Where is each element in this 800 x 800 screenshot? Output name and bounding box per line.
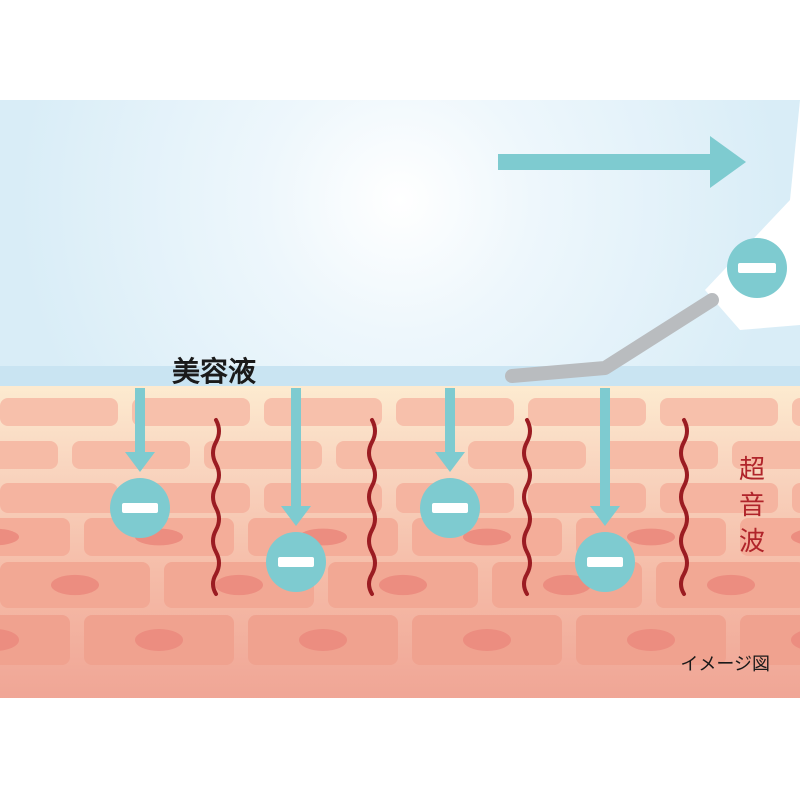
cell-nucleus: [543, 574, 591, 596]
cell-nucleus: [707, 574, 755, 596]
cell-nucleus: [299, 629, 347, 651]
minus-sign: [587, 557, 623, 567]
skin-cell: [528, 398, 646, 426]
cell-nucleus: [0, 629, 19, 651]
device-cable: [505, 293, 719, 383]
cell-nucleus: [791, 631, 800, 649]
minus-sign: [432, 503, 468, 513]
cell-nucleus: [463, 528, 511, 546]
ultrasound-label: 超 音 波: [739, 455, 765, 557]
cell-nucleus: [51, 574, 99, 596]
ultrasound-wave-icon: [679, 418, 689, 596]
skin-cell: [0, 483, 118, 513]
serum-layer: [0, 366, 800, 388]
minus-sign: [278, 557, 314, 567]
ultrasound-char-2: 音: [739, 491, 765, 521]
ultrasound-wave-icon: [211, 418, 221, 596]
skin-cell: [0, 615, 70, 665]
cell-nucleus: [463, 629, 511, 651]
ultrasound-waves: [211, 418, 689, 596]
arrow-right-icon: [498, 136, 746, 188]
serum-label: 美容液: [172, 355, 256, 388]
cell-nucleus: [627, 629, 675, 651]
skin-cell: [660, 398, 778, 426]
ultrasound-char-1: 超: [739, 455, 765, 485]
ultrasound-wave-icon: [367, 418, 377, 596]
skin-cell: [0, 518, 70, 556]
skin-cell: [600, 441, 718, 469]
skin-cell: [264, 398, 382, 426]
skin-cell: [0, 441, 58, 469]
minus-ions: [110, 388, 635, 592]
skin-cell: [468, 441, 586, 469]
down-arrow-shaft: [291, 388, 301, 510]
skin-cell: [740, 518, 800, 556]
minus-sign: [122, 503, 158, 513]
skin-cell: [740, 615, 800, 665]
skin-cell: [528, 483, 646, 513]
minus-ion-icon: [420, 388, 480, 538]
cell-nucleus: [135, 629, 183, 651]
cell-nucleus: [627, 528, 675, 546]
down-arrow-shaft: [445, 388, 455, 456]
ultrasound-char-3: 波: [739, 527, 765, 557]
cell-nucleus: [379, 574, 427, 596]
skin-cell: [264, 483, 382, 513]
skin-cell: [660, 483, 778, 513]
down-arrow-shaft: [600, 388, 610, 510]
down-arrow-icon: [435, 452, 465, 472]
skin-cell: [132, 398, 250, 426]
ultrasound-wave-icon: [522, 418, 532, 596]
skin-cell: [792, 483, 800, 513]
minus-ion-icon: [110, 388, 170, 538]
cell-nucleus: [791, 530, 800, 544]
cell-nucleus: [215, 574, 263, 596]
caption: イメージ図: [680, 654, 770, 675]
skin-cell: [336, 441, 454, 469]
skin-cells: [0, 398, 800, 665]
down-arrow-icon: [590, 506, 620, 526]
minus-ion-icon: [266, 388, 326, 592]
skin-cell: [792, 398, 800, 426]
cell-nucleus: [0, 528, 19, 546]
minus-ion-icon: [575, 388, 635, 592]
down-arrow-shaft: [135, 388, 145, 456]
skin-cell: [732, 441, 800, 469]
down-arrow-icon: [281, 506, 311, 526]
skin-cell: [204, 441, 322, 469]
sky-background: [0, 100, 800, 370]
device-minus-ion-icon: [727, 238, 787, 298]
down-arrow-icon: [125, 452, 155, 472]
skin-cell: [0, 398, 118, 426]
